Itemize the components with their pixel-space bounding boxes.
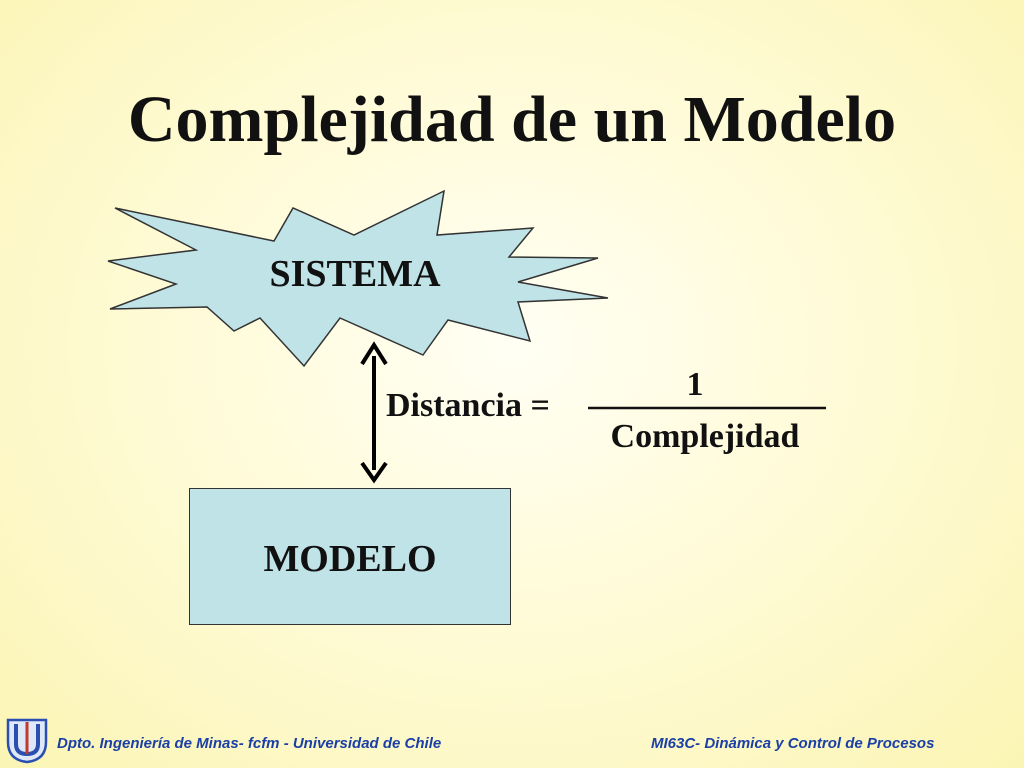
equation-denominator: Complejidad xyxy=(610,418,800,455)
model-label: MODELO xyxy=(263,538,437,580)
system-label: SISTEMA xyxy=(269,253,441,295)
model-box: MODELO xyxy=(189,488,511,625)
slide-title: Complejidad de un Modelo xyxy=(127,83,897,156)
system-starburst xyxy=(107,189,609,368)
university-logo-icon xyxy=(6,718,48,764)
distance-arrow xyxy=(360,341,388,484)
footer-department: Dpto. Ingeniería de Minas- fcfm - Univer… xyxy=(57,735,442,752)
equation-lhs: Distancia = xyxy=(386,387,550,424)
equation-numerator: 1 xyxy=(686,366,704,403)
footer-course: MI63C- Dinámica y Control de Procesos xyxy=(651,735,935,752)
